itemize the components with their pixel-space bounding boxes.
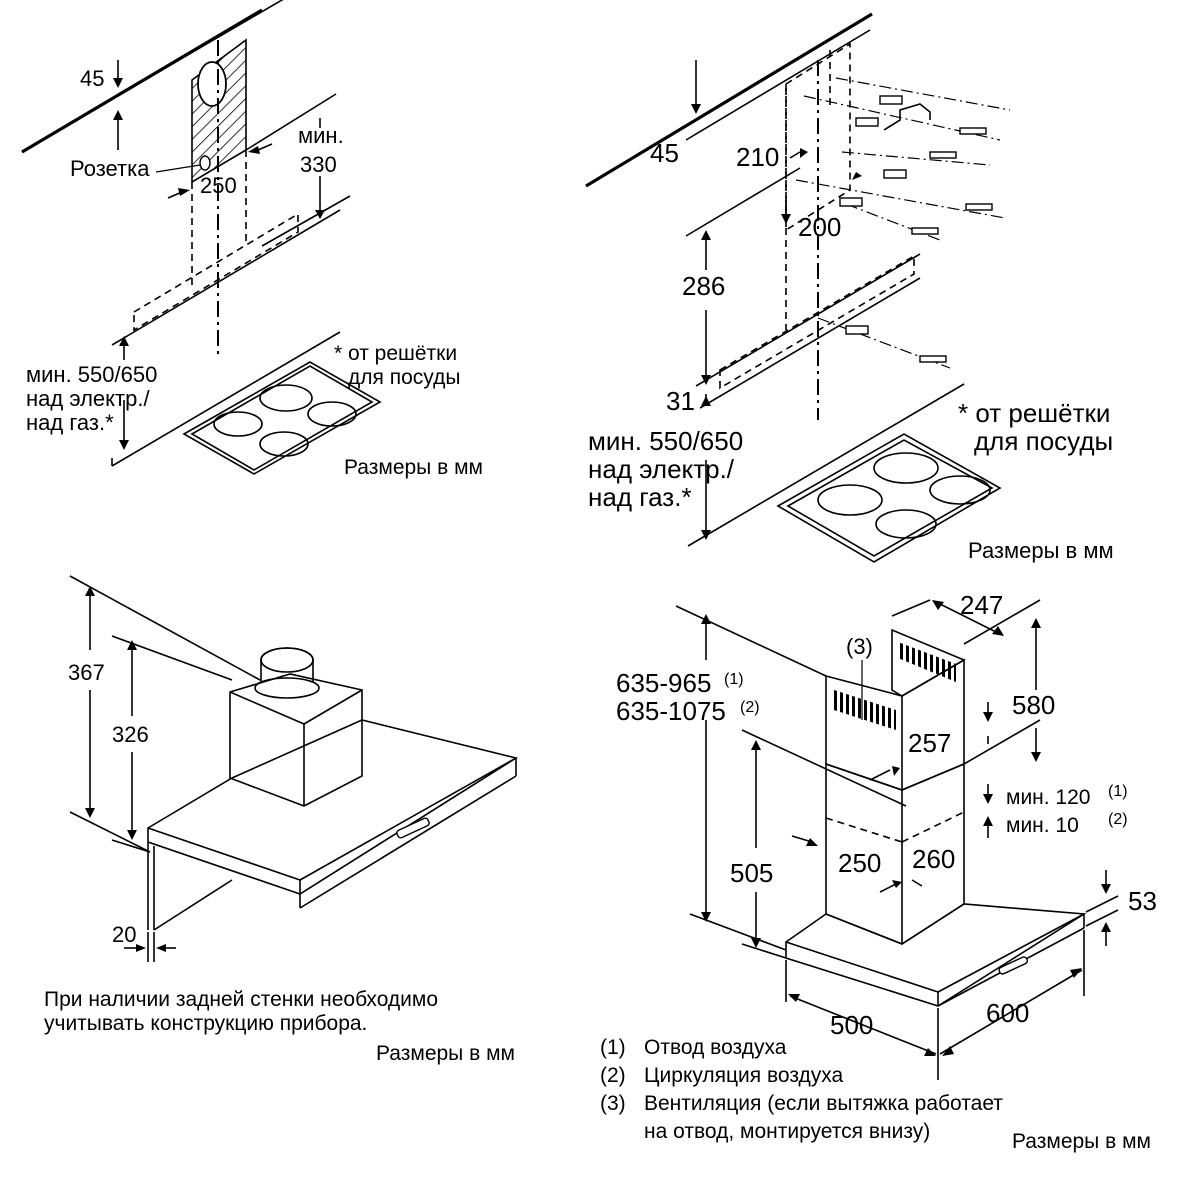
- burner-icon: [817, 484, 883, 516]
- panel-top-right: 45 210 200: [585, 12, 1114, 563]
- callout-3-label: (3): [846, 634, 873, 659]
- dim-range1-ref: (1): [724, 671, 744, 688]
- dim-200-label: 200: [798, 212, 841, 242]
- panel-bottom-left: 367 326: [44, 575, 519, 1065]
- units-label-tr: Размеры в мм: [968, 538, 1114, 563]
- panel-top-left: 45 Розетка 250 мин. 330 мин. 5: [21, 0, 483, 479]
- dim-247-label: 247: [960, 590, 1003, 620]
- min-height-line1: мин. 550/650: [26, 362, 157, 387]
- dim-31-label: 31: [666, 386, 695, 416]
- socket-icon: [199, 155, 211, 171]
- legend-text-3: Вентиляция (если вытяжка работает: [644, 1092, 1003, 1115]
- control-panel-icon: [998, 956, 1028, 975]
- note-grate-line2: для посуды: [974, 426, 1113, 456]
- min-height-line2: над электр./: [26, 386, 150, 411]
- cooktop-outline: [182, 361, 382, 475]
- hood-canopy: [785, 903, 1087, 1007]
- dim-45-label: 45: [650, 138, 679, 168]
- dim-45-label: 45: [80, 66, 104, 91]
- dim-range2-label: 635-1075: [616, 696, 726, 726]
- motor-box: [229, 673, 363, 807]
- dim-250-label: 250: [838, 848, 881, 878]
- units-label-bl: Размеры в мм: [376, 1042, 515, 1065]
- cooktop-outline: [776, 433, 1002, 563]
- socket-label: Розетка: [70, 156, 150, 181]
- dim-367-label: 367: [68, 660, 105, 685]
- hood-canopy: [147, 719, 519, 895]
- dim-min330-label-2: 330: [300, 152, 337, 177]
- min-height-line3: над газ.*: [588, 482, 692, 512]
- back-wall-note-line1: При наличии задней стенки необходимо: [44, 988, 438, 1011]
- dim-range2-ref: (2): [740, 699, 760, 716]
- ceiling-offset-line: [99, 0, 284, 107]
- panel-bottom-right: 635-965 (1) 635-1075 (2) 505 247 (3) 580: [600, 590, 1157, 1153]
- units-label-br: Размеры в мм: [1012, 1130, 1151, 1153]
- burner-icon: [213, 411, 263, 437]
- back-wall-note-line2: учитывать конструкцию прибора.: [44, 1012, 367, 1035]
- dim-min330-label-1: мин.: [298, 123, 344, 148]
- control-panel-icon: [396, 817, 430, 839]
- dim-210-label: 210: [736, 142, 779, 172]
- dim-500-label: 500: [830, 1010, 873, 1040]
- dim-250-label: 250: [200, 173, 237, 198]
- legend-num-3: (3): [600, 1092, 626, 1115]
- dim-260-label: 260: [912, 844, 955, 874]
- dim-min10-ref: (2): [1108, 811, 1128, 828]
- dim-580-label: 580: [1012, 690, 1055, 720]
- grille-icon: [834, 690, 896, 730]
- dim-min120-ref: (1): [1108, 783, 1128, 800]
- bracket-icon: [883, 103, 931, 131]
- burner-icon: [929, 475, 991, 505]
- dim-600-label: 600: [986, 998, 1029, 1028]
- note-grate-line2: для посуды: [348, 366, 460, 389]
- min-height-line2: над электр./: [588, 454, 735, 484]
- dim-505-label: 505: [730, 858, 773, 888]
- hood-outline-dashed: [719, 254, 915, 390]
- legend-text-1: Отвод воздуха: [644, 1036, 787, 1059]
- burner-icon: [307, 401, 357, 427]
- legend-num-2: (2): [600, 1064, 626, 1087]
- duct-collar-icon: [254, 647, 320, 699]
- burner-icon: [875, 509, 937, 539]
- dim-326-label: 326: [112, 722, 149, 747]
- dim-257-label: 257: [908, 728, 951, 758]
- units-label-tl: Размеры в мм: [344, 456, 483, 479]
- legend-text-3-cont: на отвод, монтируется внизу): [644, 1120, 930, 1143]
- min-height-line3: над газ.*: [26, 410, 114, 435]
- dim-range1-label: 635-965: [616, 668, 711, 698]
- burner-icon: [259, 431, 309, 457]
- legend-text-2: Циркуляция воздуха: [644, 1064, 844, 1087]
- note-grate-line1: * от решётки: [958, 398, 1110, 428]
- min-height-line1: мин. 550/650: [588, 426, 743, 456]
- burner-icon: [259, 384, 313, 412]
- hood-outline-dashed: [133, 212, 299, 332]
- dim-53-label: 53: [1128, 886, 1157, 916]
- dim-286-label: 286: [682, 271, 725, 301]
- note-grate-line1: * от решётки: [334, 342, 457, 365]
- ceiling-line: [585, 12, 873, 188]
- dim-min10-label: мин. 10: [1006, 814, 1079, 837]
- wall-plug-icon: [795, 77, 1011, 369]
- grille-icon: [898, 642, 956, 682]
- dim-20-label: 20: [112, 922, 136, 947]
- duct-opening-icon: [197, 61, 227, 107]
- legend-num-1: (1): [600, 1036, 626, 1059]
- dim-min120-label: мин. 120: [1006, 786, 1090, 809]
- burner-icon: [873, 452, 939, 484]
